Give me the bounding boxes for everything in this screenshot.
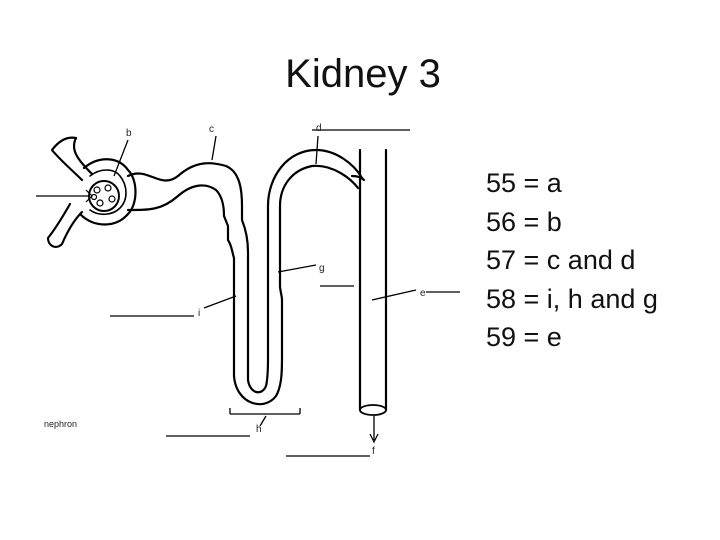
answer-item: 59 = e [486,322,562,352]
label-e: e [420,288,426,299]
label-c: c [209,124,214,135]
label-b: b [126,128,132,139]
label-i: i [198,308,200,319]
loop-of-henle [232,298,284,406]
slide-title: Kidney 3 [285,52,441,96]
label-g: g [319,263,325,274]
label-d: d [316,123,322,134]
ascending-limb [278,164,360,302]
label-h: h [256,424,262,435]
diagram-caption: nephron [44,419,77,429]
descending-limb [222,214,236,378]
answer-item: 57 = c and d [486,245,636,275]
proximal-tubule [126,162,244,208]
bowmans-capsule [78,158,137,226]
answer-list: 55 = a 56 = b 57 = c and d 58 = i, h and… [486,164,658,357]
efferent-arteriole [50,136,94,182]
label-f: f [372,446,375,457]
answer-item: 55 = a [486,168,562,198]
afferent-arteriole [46,202,84,248]
glomerulus [88,180,120,212]
answer-item: 58 = i, h and g [486,283,658,314]
answer-item: 56 = b [486,206,562,237]
bowmans-capsule-inner [89,169,127,216]
